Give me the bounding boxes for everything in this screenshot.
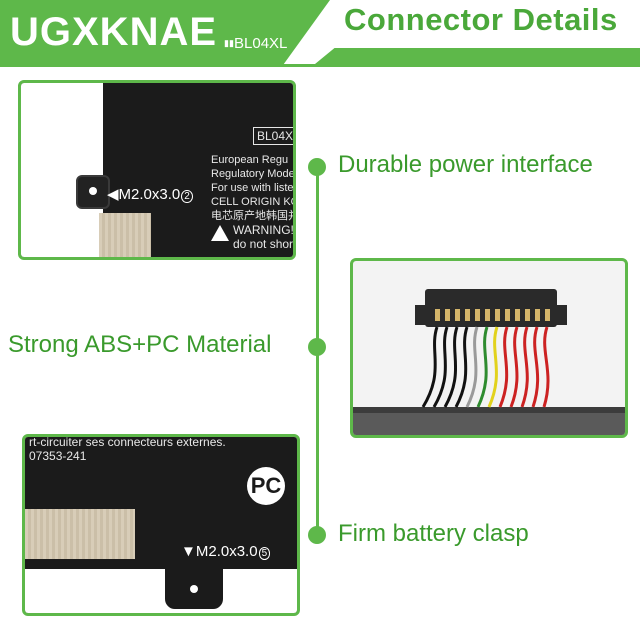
screw-hole-icon (89, 187, 97, 195)
feature-label: Durable power interface (338, 151, 593, 178)
battery-clasp (165, 557, 223, 609)
timeline-dot (308, 338, 326, 356)
timeline-dot (308, 158, 326, 176)
adhesive-tape (25, 509, 135, 559)
wire (498, 326, 509, 408)
connector-pin (475, 309, 480, 321)
label-line: European Regu (211, 154, 289, 166)
wire (454, 326, 469, 408)
connector-pin (455, 309, 460, 321)
connector-latch (415, 305, 431, 325)
battery-edge-shadow (353, 407, 625, 413)
connector-pin (545, 309, 550, 321)
battery-edge (353, 411, 625, 435)
wire (487, 326, 499, 408)
warning-triangle-icon (211, 225, 229, 241)
connector-photo (350, 258, 628, 438)
wire (465, 326, 479, 408)
connector-pin (535, 309, 540, 321)
header-accent-band (315, 48, 640, 64)
label-line: 电芯原产地韩国并 (211, 210, 296, 222)
header-divider (0, 64, 640, 67)
connector-pin (485, 309, 490, 321)
pc-certification-icon: PC (247, 467, 285, 505)
header-banner (0, 0, 330, 64)
connector-latch (551, 305, 567, 325)
brand-logo: UGXKNAE (10, 10, 218, 54)
page-title: Connector Details (344, 2, 618, 37)
connector-pin (515, 309, 520, 321)
wire (476, 326, 489, 408)
connector-pin (495, 309, 500, 321)
label-code: 07353-241 (29, 449, 87, 463)
feature-label: Firm battery clasp (338, 520, 529, 547)
wire (443, 326, 459, 408)
connector-pin (525, 309, 530, 321)
adhesive-tape (99, 213, 151, 257)
label-line: rt-circuiter ses connecteurs externes. (29, 435, 226, 449)
timeline-dot (308, 526, 326, 544)
label-line: Regulatory Mode (211, 168, 295, 180)
brand-mark-icon: ▮▮ (224, 38, 234, 48)
connector-pins (435, 309, 550, 321)
connector-illustration (353, 289, 625, 435)
label-line: For use with liste (211, 182, 294, 194)
label-code: BL04X (253, 127, 293, 145)
warning-text: do not shor (233, 237, 294, 251)
connector-pin (435, 309, 440, 321)
connector-pin (445, 309, 450, 321)
wire-harness (421, 326, 550, 408)
screw-hole-icon (190, 585, 198, 593)
label-line: CELL ORIGIN KOR (211, 196, 293, 208)
connector-pin (505, 309, 510, 321)
wire (432, 326, 449, 408)
wire (531, 326, 540, 408)
wire (542, 326, 550, 408)
connector-pin (465, 309, 470, 321)
connector-housing (425, 289, 557, 327)
wire (520, 326, 529, 408)
model-number: BL04XL (234, 35, 288, 52)
wire (421, 326, 439, 408)
feature-label: Strong ABS+PC Material (8, 331, 272, 358)
wire (509, 326, 519, 408)
mounting-tab (76, 175, 110, 209)
battery-clasp-photo: rt-circuiter ses connecteurs externes. 0… (22, 434, 300, 616)
warning-text: WARNING! (233, 223, 294, 237)
